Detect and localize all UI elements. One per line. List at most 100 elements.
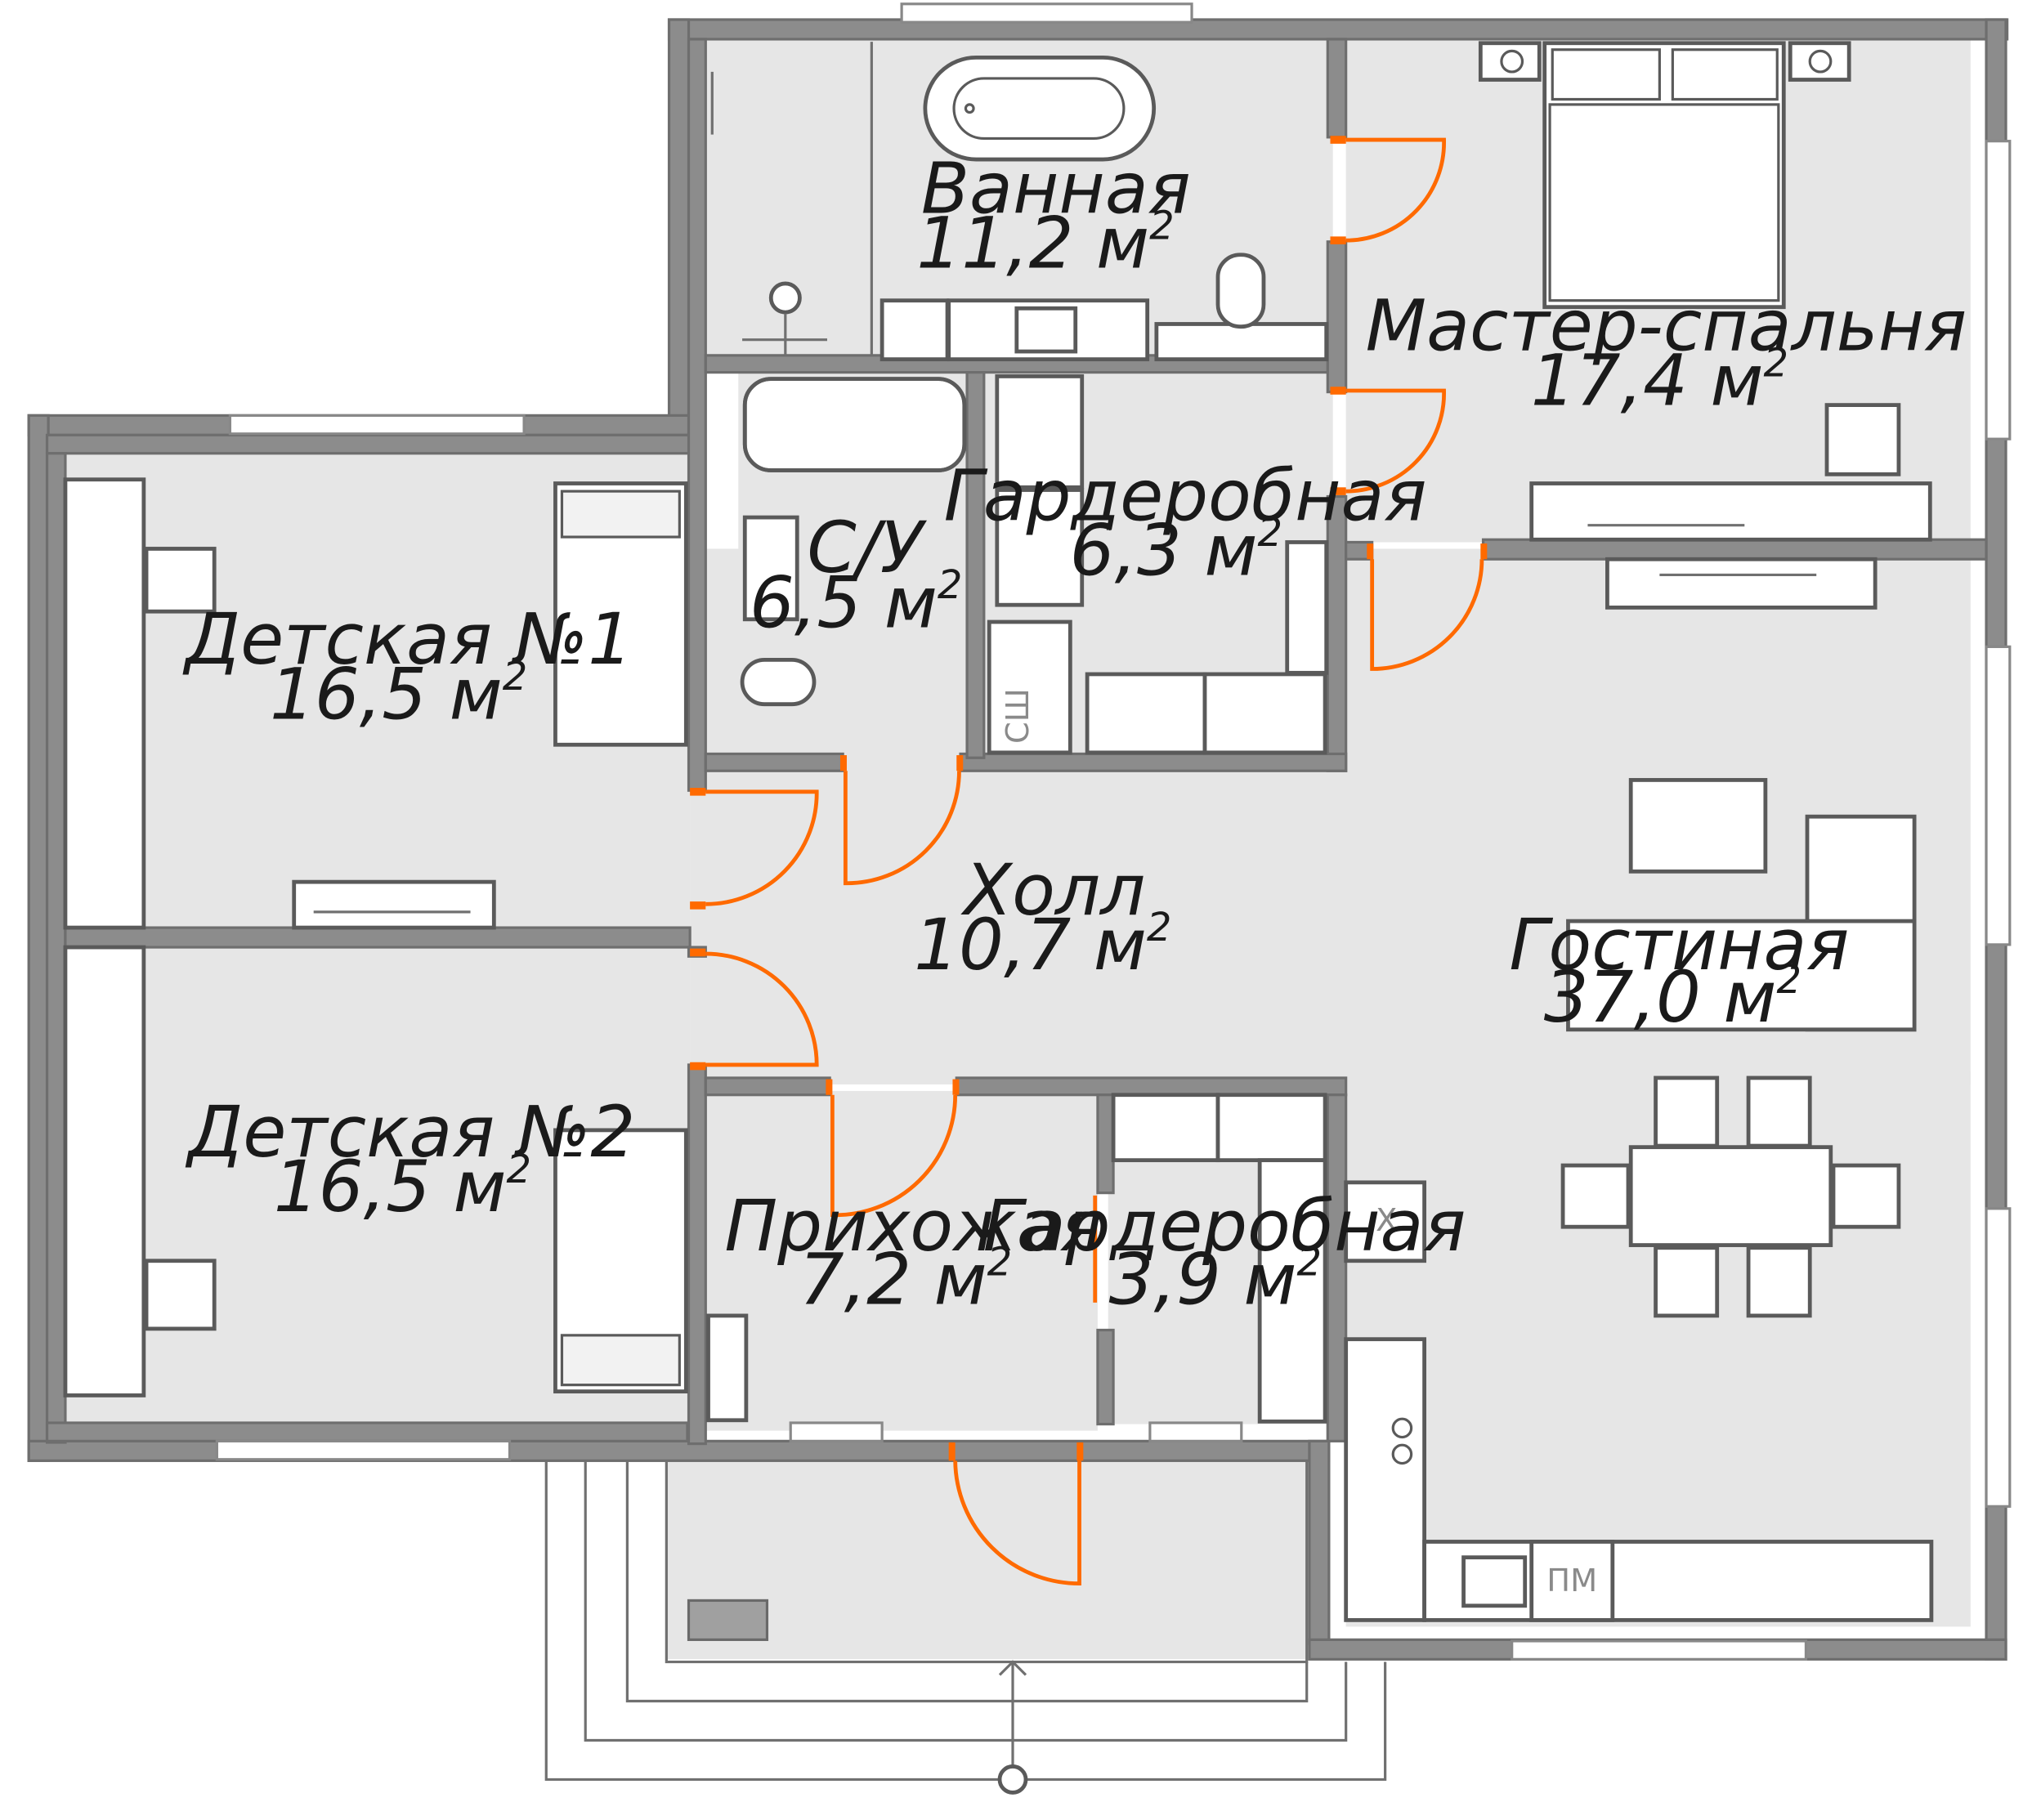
toilet-icon (1215, 253, 1266, 329)
room-area-entry: 7,2 м2 (799, 1239, 1012, 1321)
wall (965, 371, 986, 759)
porch-step (544, 1460, 1387, 1782)
dining-chair (1654, 1245, 1720, 1318)
pillow (560, 1334, 681, 1387)
door-swing (1345, 388, 1446, 494)
doormat (687, 1599, 769, 1641)
ottoman (1628, 778, 1768, 874)
room-name-hall: Холл (960, 850, 1145, 932)
dining-chair (1654, 1075, 1720, 1148)
room-area-kids1: 16,5 м2 (270, 654, 527, 736)
dining-chair (1746, 1245, 1812, 1318)
window (1511, 1639, 1808, 1661)
shelf (1154, 322, 1329, 362)
lamp-icon (1500, 49, 1524, 74)
chair (144, 547, 217, 614)
double-bed (1542, 41, 1786, 310)
window (1985, 645, 2012, 946)
wardrobe-cabinet (63, 477, 146, 930)
door-jamb (690, 948, 706, 957)
door-jamb (690, 1062, 706, 1071)
door-jamb (948, 1442, 956, 1461)
room-area-wardrobe2: 3,9 м2 (1109, 1239, 1322, 1321)
pillow (1551, 48, 1661, 101)
window (1985, 140, 2012, 440)
shaft (987, 619, 1072, 755)
wall (45, 433, 692, 455)
room-area-bathroom: 11,2 м2 (916, 203, 1174, 285)
wall (687, 38, 707, 792)
fridge (1344, 1180, 1426, 1263)
wardrobe-cabinet (995, 488, 1085, 607)
sink-icon (742, 515, 799, 622)
window (789, 1421, 884, 1442)
door-swing (1370, 559, 1484, 671)
floor-entry (705, 1090, 1098, 1431)
sink-icon (1461, 1555, 1528, 1608)
shower-head-icon (768, 281, 802, 315)
furniture: СШ X ПМ (63, 41, 1934, 1795)
wall (1326, 38, 1348, 139)
dishwasher-label: ПМ (1546, 1563, 1597, 1599)
wall (1326, 494, 1348, 772)
wall (1096, 1093, 1115, 1195)
door-jamb (1367, 543, 1374, 560)
window (900, 2, 1193, 24)
toilet-icon (740, 657, 817, 707)
doors (690, 136, 1488, 1586)
wall (667, 18, 2009, 41)
pillow (1671, 48, 1779, 101)
chair (144, 1259, 217, 1331)
dining-chair (1560, 1163, 1631, 1229)
vanity-cabinet (879, 298, 950, 362)
wardrobe-cabinet (1257, 1158, 1327, 1424)
room-name-entry: Прихожая (724, 1186, 1102, 1268)
door-jamb (826, 1079, 833, 1095)
nightstand (1788, 41, 1851, 82)
wardrobe-cabinet (1085, 672, 1207, 755)
door-swing (705, 789, 819, 906)
entry-arrow-head (998, 1660, 1027, 1676)
wall (704, 1076, 831, 1097)
armchair (1824, 403, 1901, 476)
wall (955, 1076, 1348, 1097)
wall (1096, 1328, 1115, 1426)
drain-icon (964, 103, 975, 114)
room-area-hall: 10,7 м2 (914, 905, 1171, 986)
dining-chair (1746, 1075, 1812, 1148)
sofa-seat (1566, 919, 1917, 1032)
porch-step (584, 1460, 1348, 1742)
wall (1308, 1439, 1331, 1645)
door-jamb (690, 788, 706, 796)
wall (1481, 538, 1988, 561)
room-name-kids1: Детская №1 (182, 599, 633, 681)
room-area-wc: 6,5 м2 (750, 562, 962, 644)
freestanding-bathtub-inner (952, 77, 1126, 141)
door-jamb (1076, 1442, 1084, 1461)
wall (687, 1063, 707, 1446)
wall (1326, 240, 1348, 394)
wardrobe-cabinet (1215, 1093, 1327, 1163)
kitchen-counter (1344, 1337, 1426, 1622)
walls (27, 18, 2009, 1661)
nightstand (1478, 41, 1542, 82)
room-name-wc: С/У (807, 508, 927, 589)
sink-icon (1014, 306, 1078, 354)
door-jamb (839, 755, 847, 771)
dining-chair (1831, 1163, 1901, 1229)
room-name-bathroom: Ванная (921, 149, 1191, 230)
door-jamb (956, 755, 964, 771)
bathtub-inner (742, 377, 967, 472)
porch-step (665, 1460, 1309, 1664)
door-jamb (690, 901, 706, 910)
bathtub (742, 377, 967, 472)
hob-icon (1391, 1417, 1413, 1439)
room-name-master: Мастер-спальня (1366, 285, 1967, 367)
tv-stand (292, 879, 496, 930)
floor-porch (666, 1456, 1307, 1660)
wardrobe-cabinet (63, 945, 146, 1397)
porch-step (625, 1460, 1309, 1703)
wall (704, 752, 844, 772)
dishwasher (1529, 1540, 1615, 1622)
